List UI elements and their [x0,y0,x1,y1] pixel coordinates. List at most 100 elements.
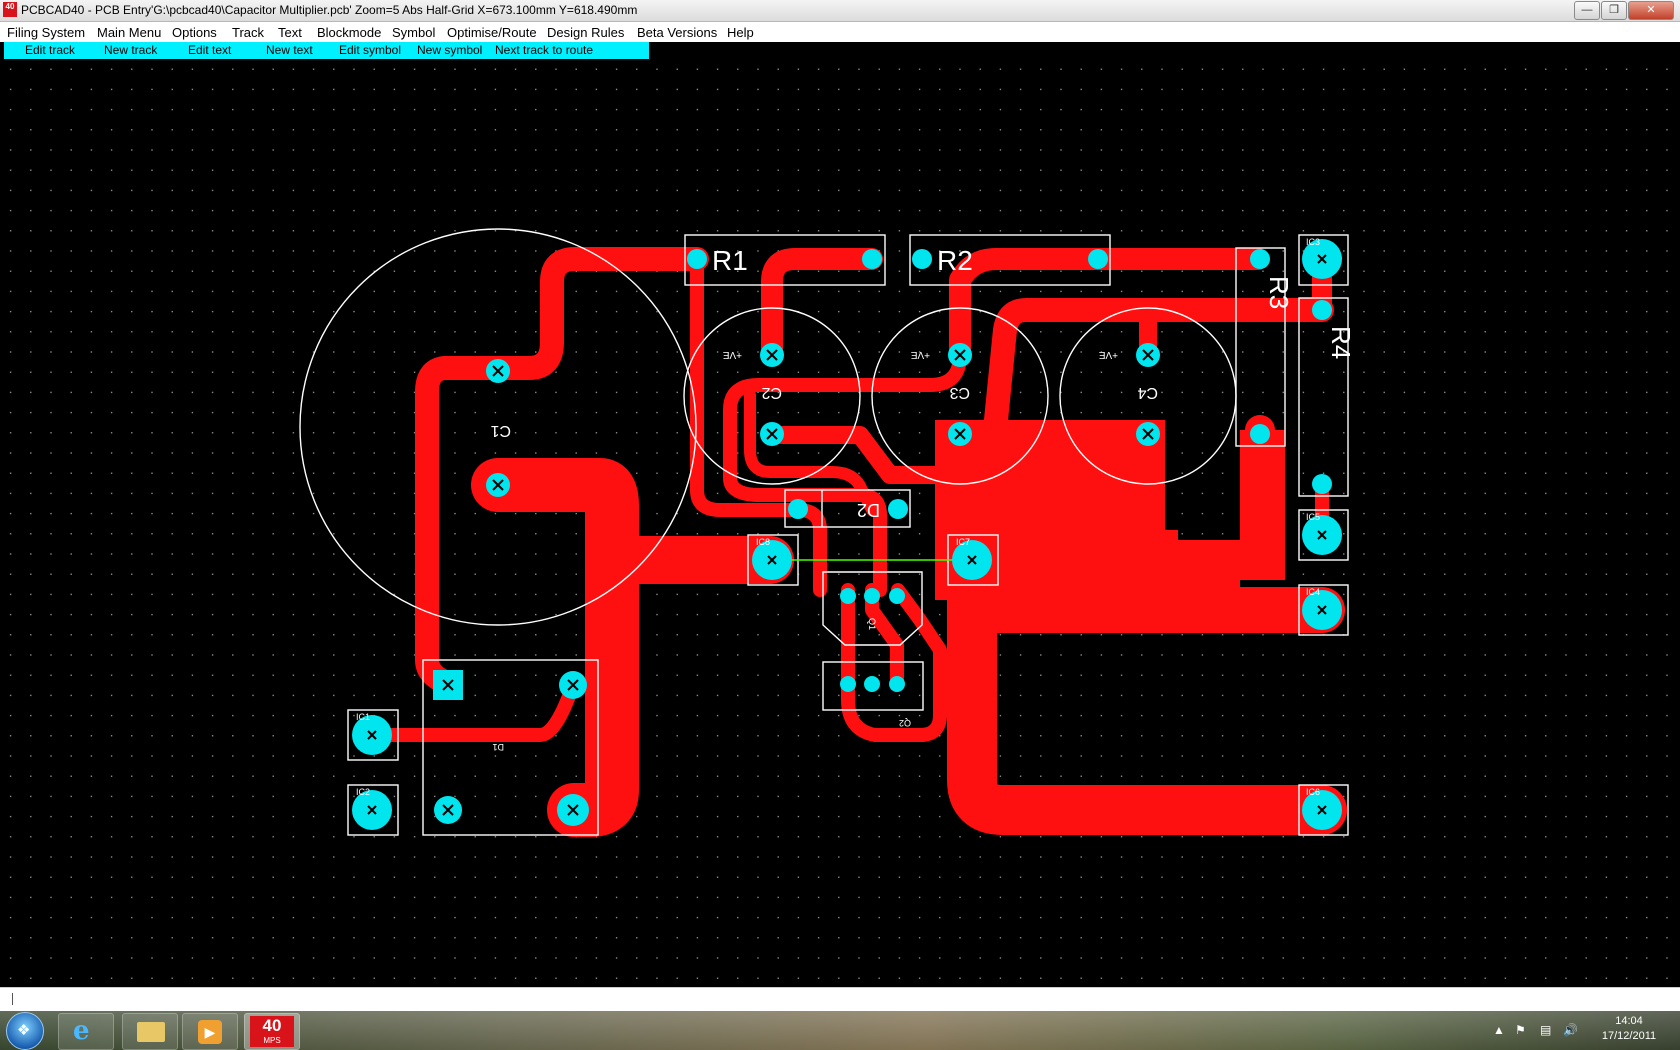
menu-filing-system[interactable]: Filing System [7,25,86,40]
system-clock[interactable]: 14:04 17/12/2011 [1584,1014,1674,1044]
pcb-drawing[interactable]: R1 R2 R3 R4 C1 C2 C3 C4 +VE +VE +VE D2 Q… [0,59,1680,987]
menu-text[interactable]: Text [278,25,302,40]
pcbcad-icon-label: 40 [262,1016,282,1035]
label-ic3: IC3 [1306,237,1320,247]
label-ic7: IC7 [956,537,970,547]
minimize-icon: — [1581,4,1593,16]
label-d1: D1 [492,742,504,752]
restore-icon: ❐ [1609,4,1619,16]
status-bar [0,987,1680,1012]
label-r3: R3 [1264,276,1294,309]
menu-help[interactable]: Help [727,25,754,40]
d2-outline [784,489,911,528]
minimize-button[interactable]: — [1574,1,1600,20]
track [949,248,1109,366]
menu-optimise-route[interactable]: Optimise/Route [447,25,537,40]
track [947,535,1347,835]
label-plus-ve-c2: +VE [722,349,742,360]
label-ic4: IC4 [1306,587,1320,597]
label-c4: C4 [1137,384,1158,401]
c3-outline [871,307,1049,485]
taskbar: ❖ e ▶ 40 MPS ▲ ⚑ ▤ 🔊 14:04 17/12/2011 [0,1011,1680,1050]
menu-main-menu[interactable]: Main Menu [97,25,162,40]
label-r4: R4 [1326,326,1356,359]
track [744,389,878,516]
track [983,298,1334,442]
label-ic6: IC6 [1306,787,1320,797]
label-plus-ve-c3: +VE [910,349,930,360]
menu-symbol[interactable]: Symbol [392,25,436,40]
taskbar-media-button[interactable]: ▶ [182,1013,238,1050]
restore-button[interactable]: ❐ [1601,1,1627,20]
menu-blockmode[interactable]: Blockmode [317,25,382,40]
close-icon: ✕ [1646,4,1656,16]
action-center-flag-icon[interactable]: ⚑ [1515,1023,1526,1037]
label-q1: Q1 [867,618,877,630]
label-r1: R1 [712,245,748,276]
label-c2: C2 [761,384,782,401]
status-caret [12,993,13,1005]
label-ic5: IC5 [1306,512,1320,522]
track [841,583,947,742]
pcbcad-icon: 40 MPS [250,1016,294,1047]
network-icon[interactable]: ▤ [1540,1023,1552,1037]
menu-options[interactable]: Options [172,25,217,40]
r4-outline [1298,297,1349,497]
label-ic1: IC1 [356,712,370,722]
pad-drill-marks [367,254,1327,816]
menu-bar: Filing System Main Menu Options Track Te… [0,22,1680,42]
label-c3: C3 [949,384,970,401]
r3-outline [1235,247,1286,447]
c2-outline [683,307,861,485]
windows-logo-icon: ❖ [17,1022,31,1039]
q1-outline [822,571,923,646]
clock-time: 14:04 [1615,1015,1643,1027]
media-player-icon: ▶ [198,1020,222,1044]
close-button[interactable]: ✕ [1628,1,1674,20]
label-d2: D2 [857,500,880,520]
menu-track[interactable]: Track [232,25,265,40]
label-q2: Q2 [899,718,911,728]
tool-new-text[interactable]: New text [266,43,313,57]
c1-outline [299,228,697,626]
tool-edit-text[interactable]: Edit text [188,43,232,57]
tool-edit-symbol[interactable]: Edit symbol [339,43,402,57]
track [690,252,827,597]
r2-outline [909,234,1111,286]
r1-outline [684,234,886,286]
label-ic2: IC2 [356,787,370,797]
menu-beta-versions[interactable]: Beta Versions [637,25,718,40]
taskbar-pcbcad-button[interactable]: 40 MPS [244,1013,300,1050]
grid-background [0,59,1680,987]
tool-next-track-to-route[interactable]: Next track to route [495,43,594,57]
tool-new-symbol[interactable]: New symbol [417,43,483,57]
show-hidden-icons[interactable]: ▲ [1493,1023,1505,1037]
title-bar: 40 PCBCAD40 - PCB Entry'G:\pcbcad40\Capa… [0,0,1680,22]
pcbcad-icon-sublabel: MPS [263,1036,281,1045]
d1-outline [422,659,599,836]
track [415,247,709,695]
menu-design-rules[interactable]: Design Rules [547,25,625,40]
label-ic8: IC8 [756,537,770,547]
pcb-canvas[interactable]: R1 R2 R3 R4 C1 C2 C3 C4 +VE +VE +VE D2 Q… [0,59,1680,987]
tool-edit-track[interactable]: Edit track [25,43,76,57]
track [761,248,883,366]
tool-new-track[interactable]: New track [104,43,158,57]
label-c1: C1 [490,422,511,439]
volume-icon[interactable]: 🔊 [1563,1023,1578,1037]
folder-icon [137,1022,165,1042]
start-button[interactable]: ❖ [6,1012,44,1050]
app-icon[interactable]: 40 [3,2,17,17]
internet-explorer-icon: e [73,1016,90,1046]
track [471,458,639,837]
silkscreen [299,228,1349,836]
label-r2: R2 [937,245,973,276]
clock-date: 17/12/2011 [1601,1030,1657,1042]
label-plus-ve-c4: +VE [1098,349,1118,360]
taskbar-explorer-button[interactable] [122,1013,178,1050]
window-title: PCBCAD40 - PCB Entry'G:\pcbcad40\Capacit… [21,3,638,17]
mode-toolbar: Edit track New track Edit text New text … [4,42,649,59]
component-labels: R1 R2 R3 R4 C1 C2 C3 C4 +VE +VE +VE D2 Q… [356,237,1356,797]
taskbar-ie-button[interactable]: e [58,1013,114,1050]
q2-outline [822,661,924,711]
